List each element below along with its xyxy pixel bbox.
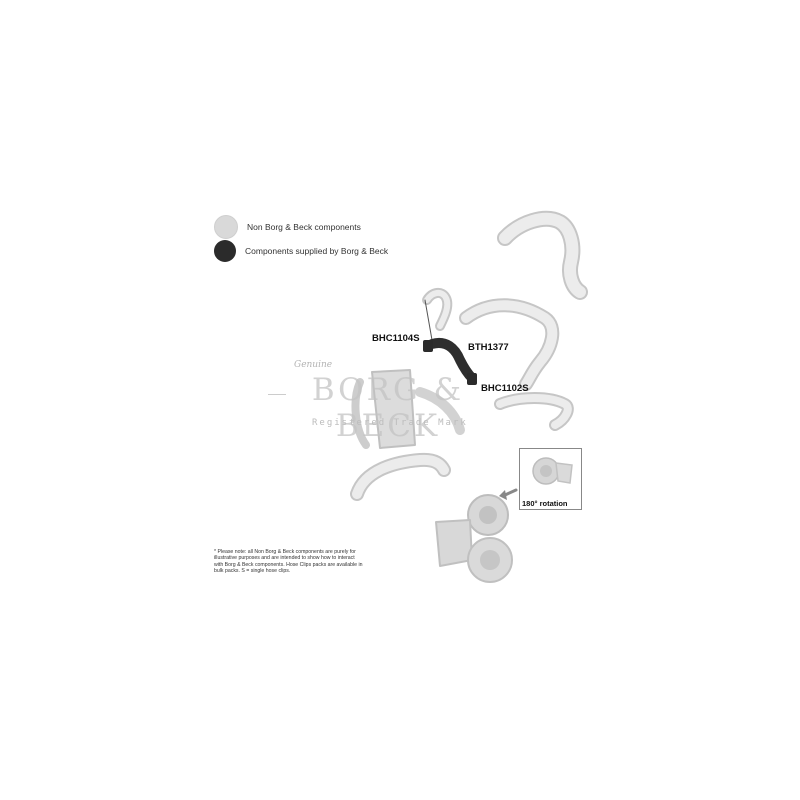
watermark-rule bbox=[268, 394, 286, 395]
intercooler bbox=[351, 369, 465, 449]
rotation-inset bbox=[519, 448, 582, 510]
part-label-bth1377: BTH1377 bbox=[468, 342, 509, 353]
part-label-bhc1102s: BHC1102S bbox=[481, 383, 529, 394]
small-elbow-pipe bbox=[422, 288, 453, 331]
hose-clip-bhc1104s bbox=[423, 340, 433, 352]
watermark-tagline: Registered Trade Mark bbox=[312, 418, 468, 428]
part-label-bhc1104s: BHC1104S bbox=[372, 333, 420, 344]
legend-label: Non Borg & Beck components bbox=[247, 222, 361, 232]
rotation-arrow bbox=[503, 488, 518, 497]
intercooler-pipe bbox=[459, 298, 560, 391]
rotation-label: 180° rotation bbox=[522, 499, 568, 508]
dark-dot-icon bbox=[214, 240, 236, 262]
light-grey-dot-icon bbox=[214, 215, 238, 239]
arrow-head-icon bbox=[499, 490, 507, 500]
disclaimer-note: * Please note: all Non Borg & Beck compo… bbox=[214, 549, 363, 575]
hose-clip-bhc1102s bbox=[467, 373, 477, 385]
legend-borg-beck-supplied: Components supplied by Borg & Beck bbox=[214, 240, 388, 262]
leader-line bbox=[424, 299, 433, 341]
legend-label: Components supplied by Borg & Beck bbox=[245, 246, 389, 256]
watermark-script: Genuine bbox=[294, 360, 333, 370]
turbo-inset-icon bbox=[532, 457, 573, 485]
legend-non-borg-beck: Non Borg & Beck components bbox=[214, 215, 361, 239]
watermark-brand: BORG & BECK bbox=[311, 372, 465, 444]
intake-pipe-top-right bbox=[497, 210, 588, 300]
lower-pipe bbox=[350, 452, 451, 501]
outlet-pipe-right bbox=[494, 392, 574, 431]
turbocharger bbox=[435, 494, 513, 583]
brand-watermark: Genuine BORG & BECK Registered Trade Mar… bbox=[268, 360, 528, 450]
